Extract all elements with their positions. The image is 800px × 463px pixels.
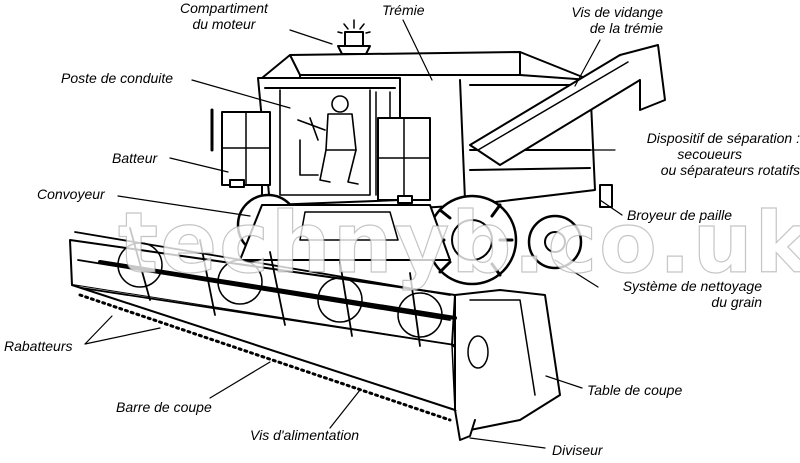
leader-lines bbox=[84, 19, 623, 449]
feeder-house bbox=[239, 204, 451, 261]
label-separation-device: Dispositif de séparation : secoueurs ou … bbox=[610, 130, 800, 178]
label-separation-line1: Dispositif de séparation : bbox=[646, 130, 800, 146]
label-unloading-auger: Vis de vidange de la trémie bbox=[555, 4, 663, 36]
label-grain-cleaning: Système de nettoyage du grain bbox=[598, 278, 762, 310]
header-table bbox=[69, 239, 561, 441]
label-cutter-bar: Barre de coupe bbox=[116, 399, 212, 415]
unloading-auger bbox=[469, 44, 666, 166]
label-thresher: Batteur bbox=[112, 150, 158, 166]
reel bbox=[74, 227, 457, 347]
label-feed-auger: Vis d'alimentation bbox=[250, 427, 360, 443]
label-unloader-line1: Vis de vidange bbox=[571, 4, 663, 20]
label-straw-chopper: Broyeur de paille bbox=[627, 207, 733, 223]
watermark: technyb.co.uk bbox=[117, 194, 800, 292]
label-header-table: Table de coupe bbox=[587, 382, 683, 398]
label-cleaning-line2: du grain bbox=[711, 294, 762, 310]
operator-cab bbox=[210, 77, 431, 206]
label-driving-station: Poste de conduite bbox=[61, 70, 174, 86]
label-engine-line2: du moteur bbox=[192, 16, 256, 32]
label-reel: Rabatteurs bbox=[4, 338, 73, 354]
label-engine-compartment: Compartiment du moteur bbox=[180, 0, 268, 32]
label-unloader-line2: de la trémie bbox=[589, 20, 663, 36]
label-separation-line3: ou séparateurs rotatifs bbox=[660, 162, 800, 178]
label-separation-line2: secoueurs bbox=[677, 146, 742, 162]
label-crop-divider: Diviseur bbox=[552, 442, 603, 458]
label-conveyor: Convoyeur bbox=[37, 186, 105, 202]
beacon-light bbox=[337, 19, 371, 55]
label-hopper: Trémie bbox=[382, 2, 425, 18]
driver-figure bbox=[297, 95, 359, 185]
label-cleaning-line1: Système de nettoyage bbox=[622, 278, 762, 294]
label-engine-line1: Compartiment bbox=[180, 0, 268, 16]
